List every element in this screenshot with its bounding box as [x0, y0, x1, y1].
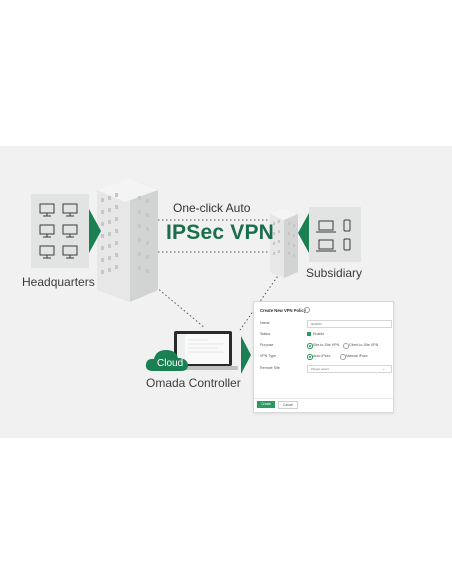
name-row: Name lab0003 [260, 320, 392, 328]
status-value: Enable [313, 332, 325, 336]
vpn-type-manual-radio[interactable] [340, 354, 346, 360]
help-icon[interactable] [304, 307, 310, 313]
vpn-type-option-1: Auto IPsec [313, 354, 331, 358]
chevron-down-icon: ⌄ [382, 366, 386, 371]
controller-label: Omada Controller [146, 376, 241, 390]
vpn-type-auto-radio[interactable] [307, 354, 313, 360]
vpn-auto-label: One-click Auto [173, 201, 251, 215]
remote-site-row: Remote Site Please select ⌄ [260, 365, 392, 373]
purpose-client-to-site-radio[interactable] [343, 343, 349, 349]
controller-link-hq [149, 281, 206, 329]
headquarters-building-icon [97, 178, 158, 302]
cancel-button[interactable]: Cancel [278, 401, 298, 409]
dialog-title: Create New VPN Policy [260, 308, 307, 313]
headquarters-arrow-icon [89, 209, 101, 253]
subsidiary-laptops-phones-icon [316, 219, 351, 252]
status-row: Status Enable [260, 331, 388, 339]
subsidiary-label: Subsidiary [306, 266, 363, 280]
name-label: Name [260, 321, 270, 325]
purpose-label: Purpose [260, 343, 274, 347]
laptop-icon [168, 331, 238, 370]
purpose-site-to-site-radio[interactable] [307, 343, 313, 349]
purpose-row: Purpose Site-to-Site VPN Client-to-Site … [260, 342, 388, 350]
ipsec-vpn-title: IPSec VPN [166, 221, 275, 244]
dialog-footer: Create Cancel [254, 398, 393, 412]
subsidiary-arrow-icon [298, 213, 309, 253]
purpose-option-1: Site-to-Site VPN [313, 343, 340, 347]
vpn-policy-dialog: Create New VPN Policy Name lab0003 Statu… [253, 301, 394, 413]
status-checkbox[interactable] [307, 332, 311, 336]
cloud-icon [145, 350, 188, 371]
create-button[interactable]: Create [257, 401, 275, 408]
status-label: Status [260, 332, 271, 336]
vpn-type-label: VPN Type [260, 354, 277, 358]
subsidiary-building-icon [270, 208, 298, 278]
purpose-option-2: Client-to-Site VPN [349, 343, 379, 347]
headquarters-label: Headquarters [22, 275, 95, 289]
vpn-type-row: VPN Type Auto IPsec Manual IPsec [260, 353, 388, 361]
remote-site-select[interactable]: Please select [307, 365, 392, 373]
name-input[interactable]: lab0003 [307, 320, 392, 328]
headquarters-monitors-icon [39, 203, 78, 259]
subsidiary-devices-panel [309, 207, 361, 262]
cloud-label: Cloud [157, 358, 184, 369]
remote-site-label: Remote Site [260, 366, 280, 370]
vpn-type-option-2: Manual IPsec [346, 354, 368, 358]
controller-link-subsidiary [239, 269, 283, 331]
controller-arrow-icon [241, 336, 251, 374]
headquarters-devices-panel [31, 194, 89, 268]
